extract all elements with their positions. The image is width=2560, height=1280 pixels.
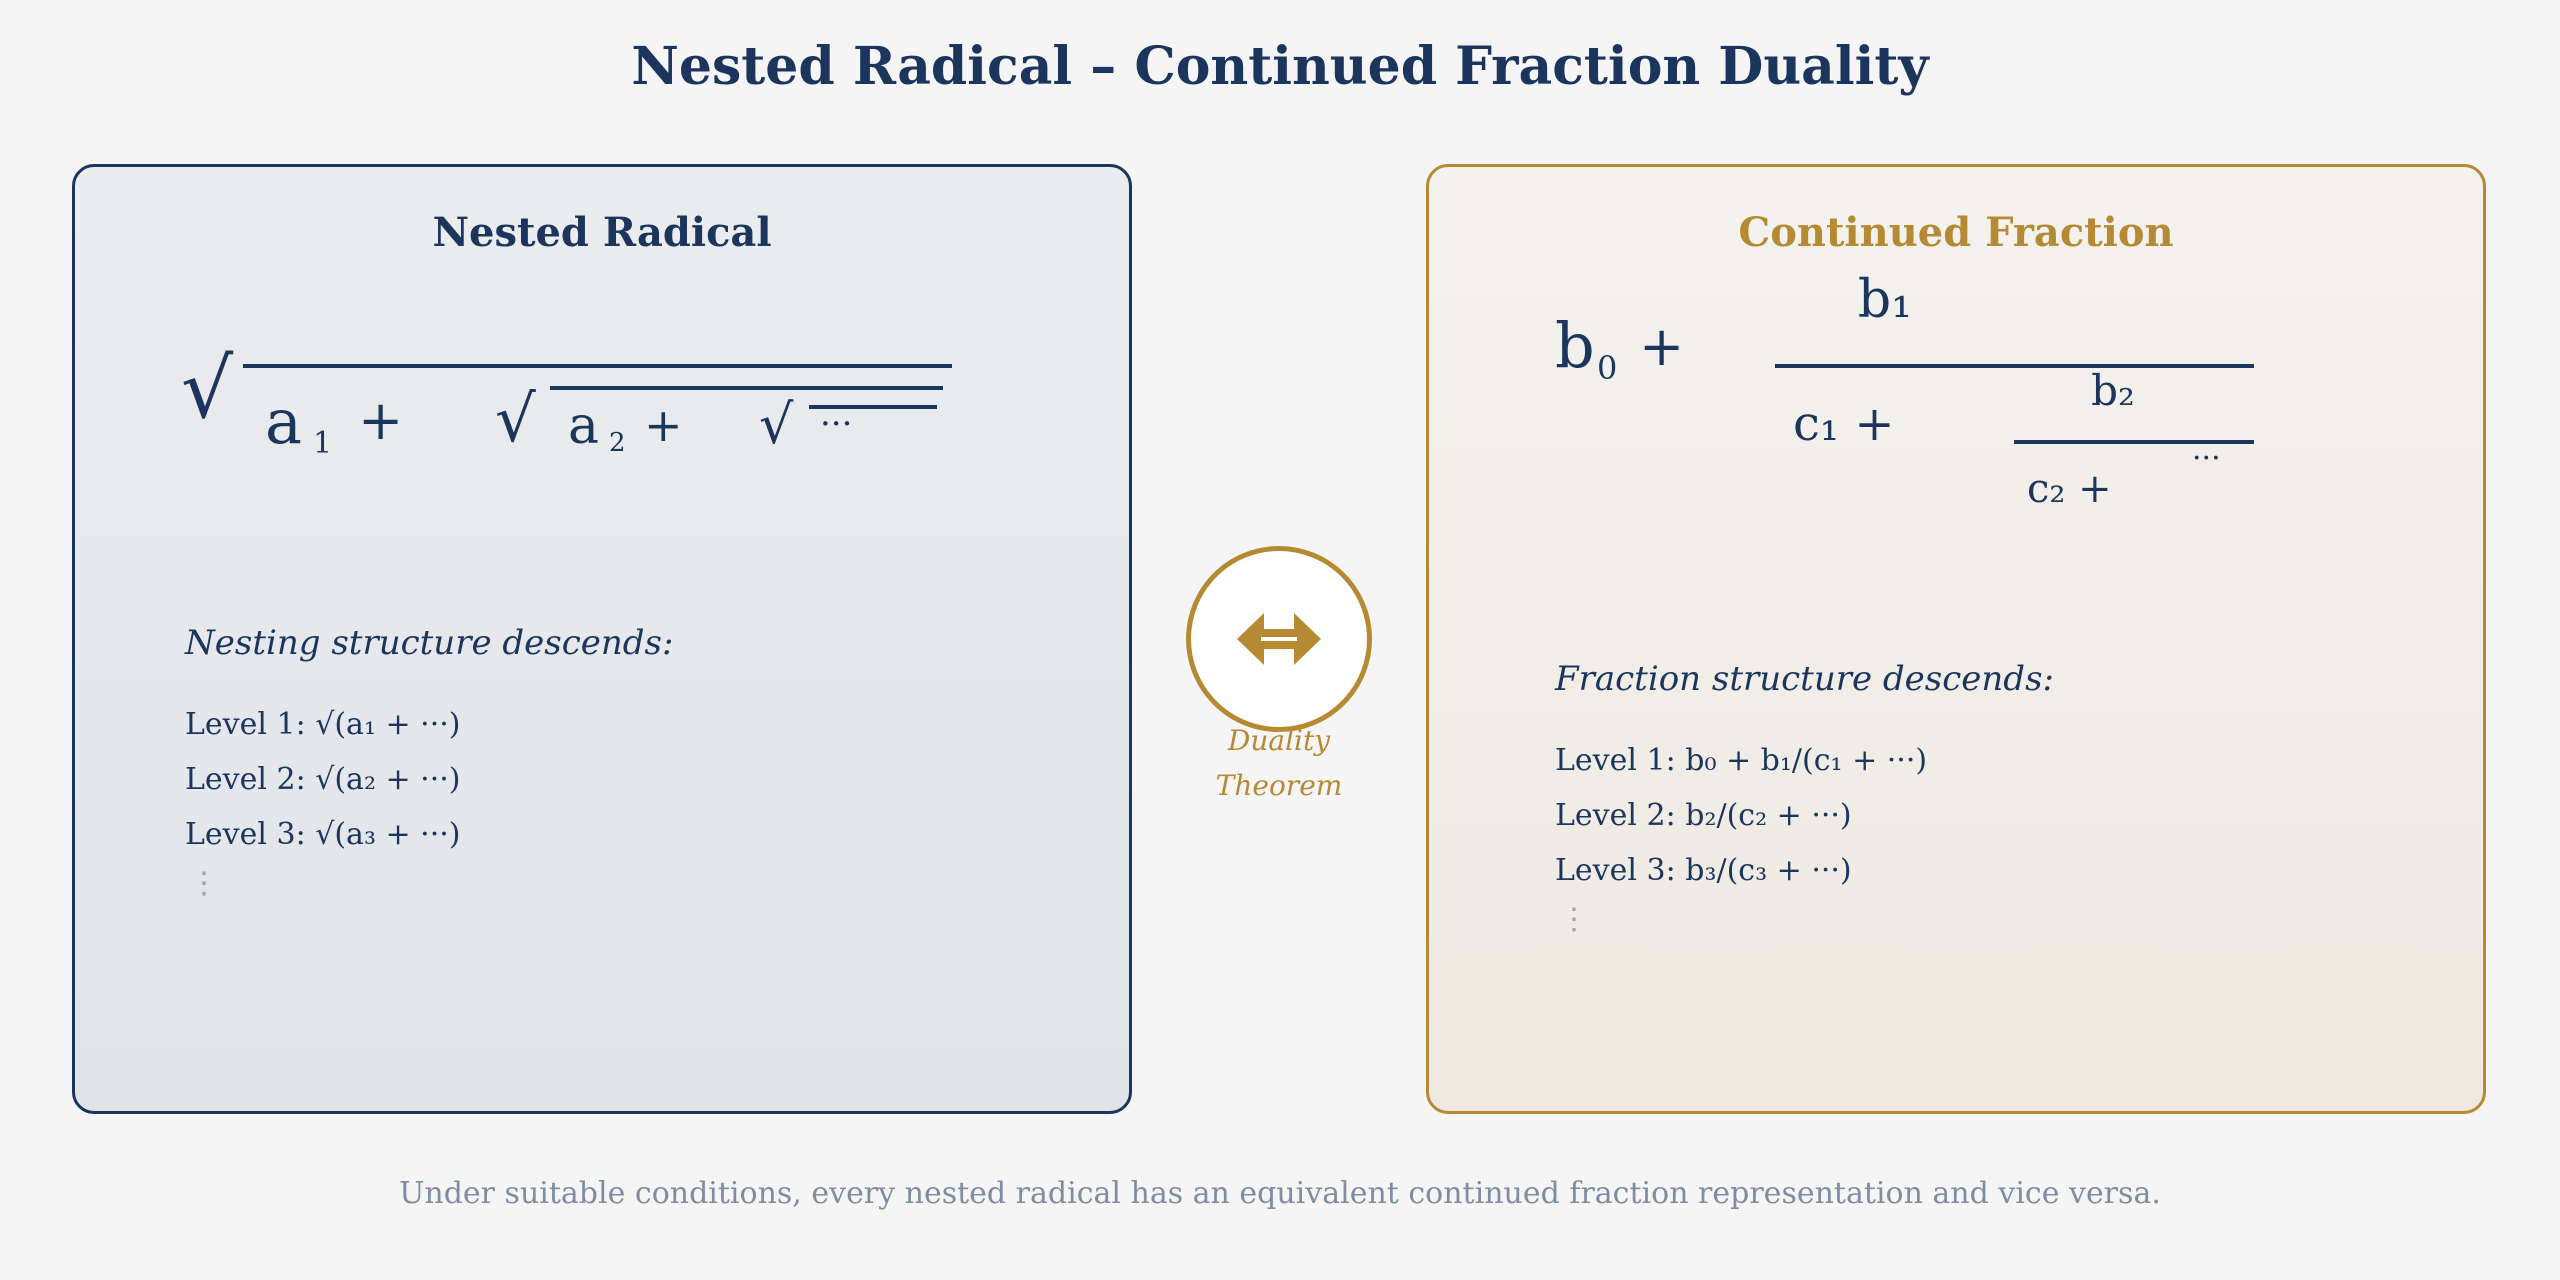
ellipsis: ··· [820, 404, 852, 444]
plus-sign-1: + [358, 389, 403, 452]
caption: Under suitable conditions, every nested … [399, 1176, 2161, 1211]
nesting-structure-heading: Nesting structure descends: [185, 623, 674, 663]
nested-radical-title: Nested Radical [432, 209, 772, 256]
fraction-ellipsis: ··· [2192, 441, 2221, 476]
nested-radical-panel: Nested Radical √ a 1 + √ a 2 + √ ··· Nes… [72, 164, 1132, 1114]
nesting-level-list: Level 1: √(a₁ + ···) Level 2: √(a₂ + ···… [185, 697, 461, 862]
duality-theorem-label: Duality Theorem [1129, 718, 1429, 808]
level-item: Level 2: √(a₂ + ···) [185, 762, 461, 797]
term-a2-subscript: 2 [609, 428, 626, 458]
radical-symbol-middle: √ [495, 383, 536, 457]
term-b0-subscript: 0 [1597, 349, 1617, 387]
term-b0-base: b [1555, 309, 1595, 382]
duality-label-line2: Theorem [1215, 769, 1343, 802]
term-a1-subscript: 1 [313, 426, 332, 461]
fraction-structure-heading: Fraction structure descends: [1555, 659, 2054, 699]
vertical-ellipsis: ⋮ [189, 866, 219, 901]
term-a1-base: a [265, 385, 302, 458]
continued-fraction-panel: Continued Fraction b 0 + b₁ c₁ + b₂ c₂ +… [1426, 164, 2486, 1114]
numerator-b2: b₂ [2091, 366, 2135, 415]
fraction-level-list: Level 1: b₀ + b₁/(c₁ + ···) Level 2: b₂/… [1555, 733, 1927, 898]
double-arrow-icon [1237, 613, 1321, 665]
plus-sign-b0: + [1639, 315, 1684, 378]
vertical-ellipsis: ⋮ [1559, 902, 1589, 937]
denominator-c1-plus: c₁ + [1793, 396, 1895, 452]
nested-radical-formula: √ a 1 + √ a 2 + √ ··· [181, 342, 952, 461]
continued-fraction-title: Continued Fraction [1738, 209, 2174, 256]
page-title: Nested Radical – Continued Fraction Dual… [631, 36, 1929, 97]
radical-symbol-outer: √ [181, 342, 234, 437]
level-item: Level 3: b₃/(c₃ + ···) [1555, 853, 1852, 888]
numerator-b1: b₁ [1858, 270, 1912, 330]
duality-emblem [1186, 546, 1372, 732]
level-item: Level 3: √(a₃ + ···) [185, 817, 461, 852]
plus-sign-2: + [644, 398, 683, 452]
radical-symbol-inner: √ [759, 393, 794, 456]
term-a2-base: a [568, 396, 599, 456]
duality-label-line1: Duality [1227, 724, 1331, 757]
denominator-c2-plus: c₂ + [2027, 466, 2112, 512]
continued-fraction-formula: b 0 + b₁ c₁ + b₂ c₂ + ··· [1555, 270, 2254, 512]
level-item: Level 1: b₀ + b₁/(c₁ + ···) [1555, 743, 1928, 778]
level-item: Level 2: b₂/(c₂ + ···) [1555, 798, 1852, 833]
level-item: Level 1: √(a₁ + ···) [185, 707, 461, 742]
